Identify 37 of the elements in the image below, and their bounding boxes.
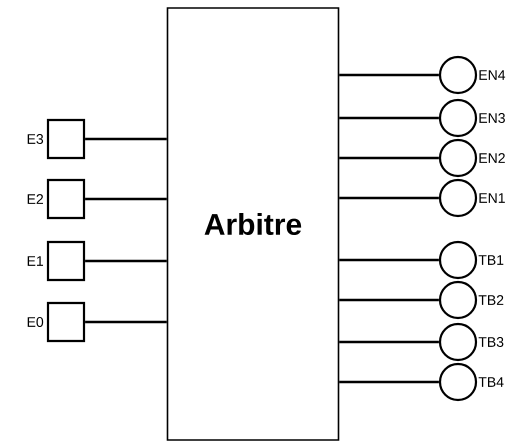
port-label: E1 [28, 256, 44, 266]
connector-line [85, 198, 167, 200]
connector-line [339, 298, 439, 302]
connector-line [85, 260, 167, 262]
connector-line [339, 74, 439, 76]
port-label: TB4 [478, 377, 504, 387]
output-circle [438, 138, 478, 178]
input-square [46, 240, 86, 282]
port-label: EN4 [479, 70, 506, 80]
port-label: TB2 [478, 295, 504, 305]
output-circle [438, 178, 478, 218]
port-label: EN3 [479, 113, 505, 123]
connector-line [339, 340, 439, 344]
output-circle [438, 362, 478, 402]
output-circle [438, 98, 478, 138]
input-square [46, 178, 86, 220]
arbiter-box: Arbitre [166, 7, 340, 441]
connector-line [339, 196, 439, 200]
port-label: TB1 [478, 255, 504, 265]
port-label: E2 [28, 194, 43, 204]
port-label: E3 [28, 134, 44, 144]
input-square [46, 302, 86, 342]
input-square [46, 118, 86, 160]
connector-line [85, 138, 167, 140]
output-circle [438, 280, 478, 320]
connector-line [339, 258, 439, 262]
connector-line [339, 116, 439, 120]
output-circle [438, 56, 478, 94]
output-circle [438, 240, 478, 280]
connector-line [339, 380, 439, 384]
connector-line [85, 320, 167, 324]
output-circle [438, 322, 478, 362]
port-label: E0 [28, 317, 44, 327]
port-label: EN1 [479, 193, 505, 203]
port-label: TB3 [478, 337, 504, 347]
connector-line [339, 156, 439, 160]
port-label: EN2 [479, 153, 505, 163]
